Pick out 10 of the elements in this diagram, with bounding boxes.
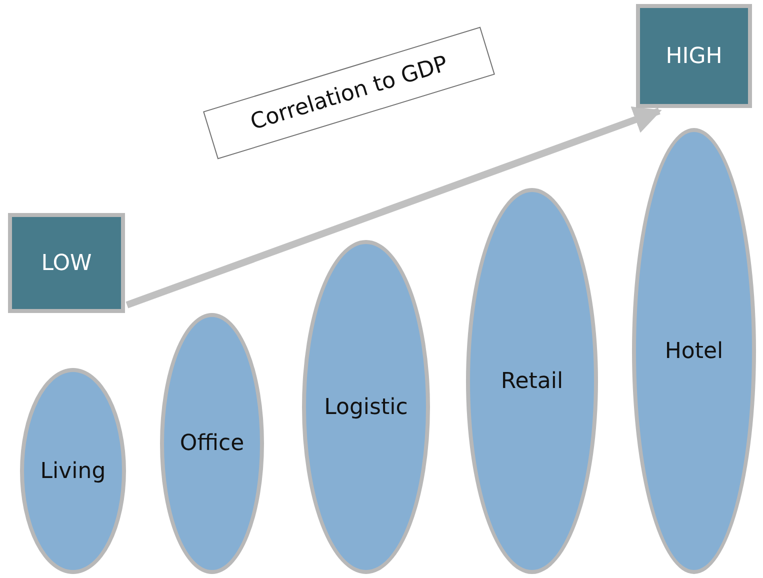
level-label: HIGH [666,44,722,68]
sector-label: Living [40,458,106,484]
level-box [636,4,752,108]
sector-label: Logistic [324,394,408,420]
level-box [8,213,125,313]
sector-label: Office [180,431,244,456]
level-label: LOW [41,250,92,276]
sector-label: Retail [500,368,564,394]
arrow [126,106,662,308]
sector-label: Hotel [664,338,724,364]
